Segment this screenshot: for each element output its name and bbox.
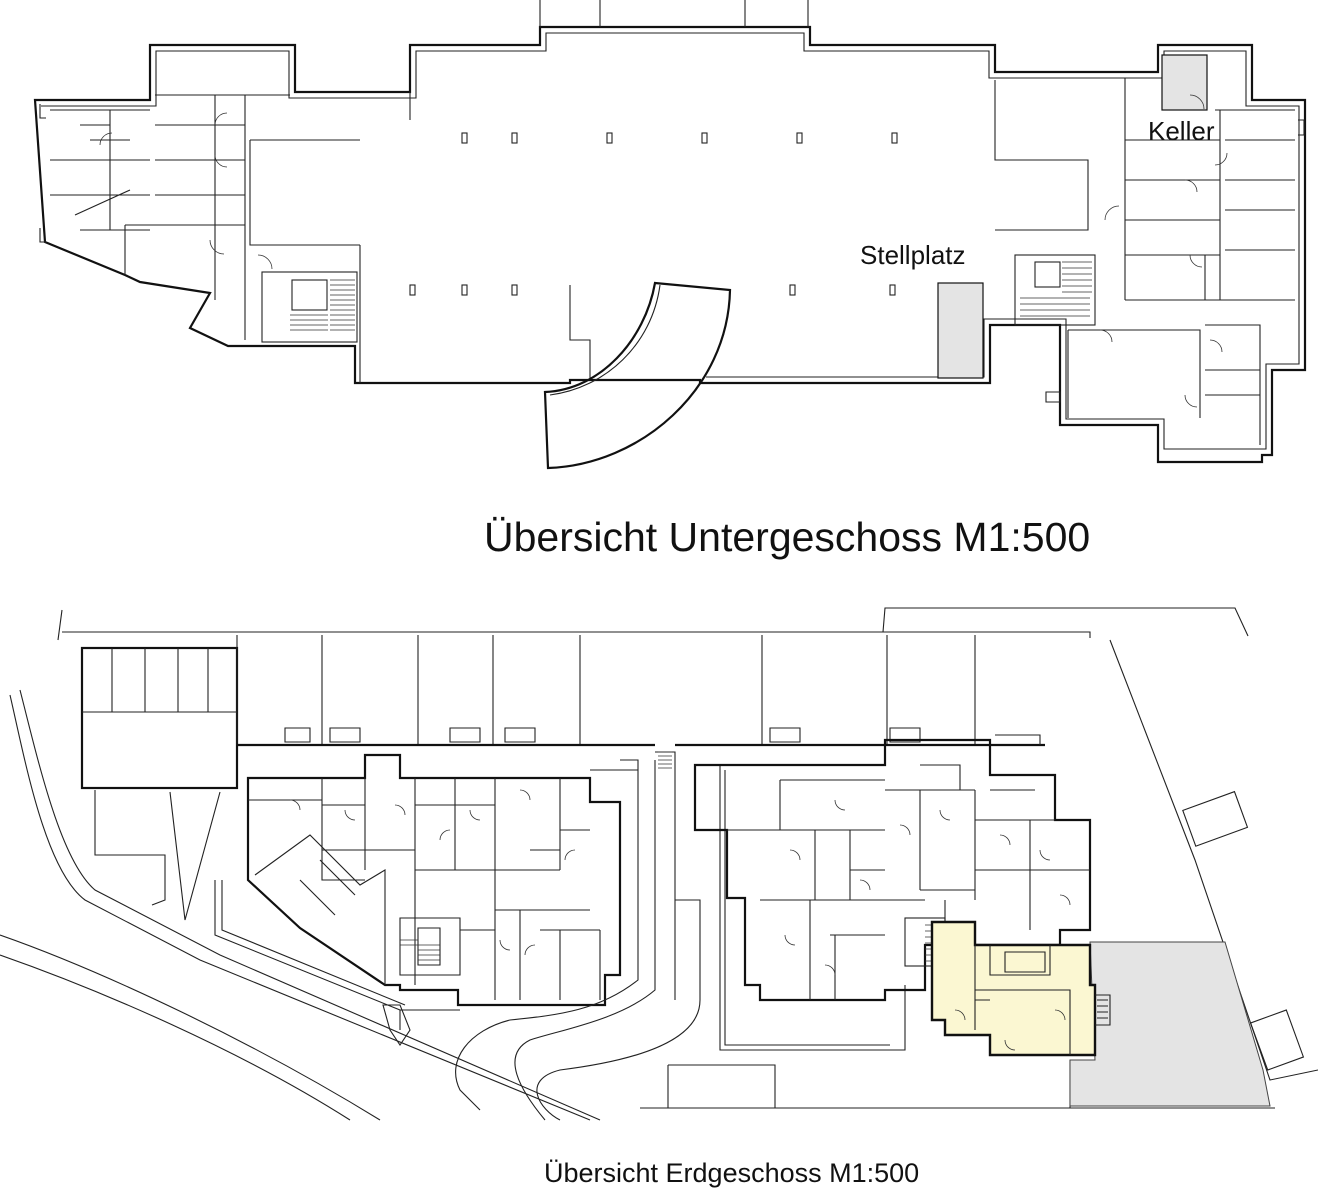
untergeschoss-plan — [33, 0, 1307, 470]
erdgeschoss-plan — [0, 607, 1318, 1121]
keller-label: Keller — [1148, 116, 1215, 146]
stellplatz-label: Stellplatz — [860, 240, 966, 270]
untergeschoss-title: Übersicht Untergeschoss M1:500 — [484, 514, 1091, 560]
erdgeschoss-title: Übersicht Erdgeschoss M1:500 — [544, 1158, 920, 1188]
